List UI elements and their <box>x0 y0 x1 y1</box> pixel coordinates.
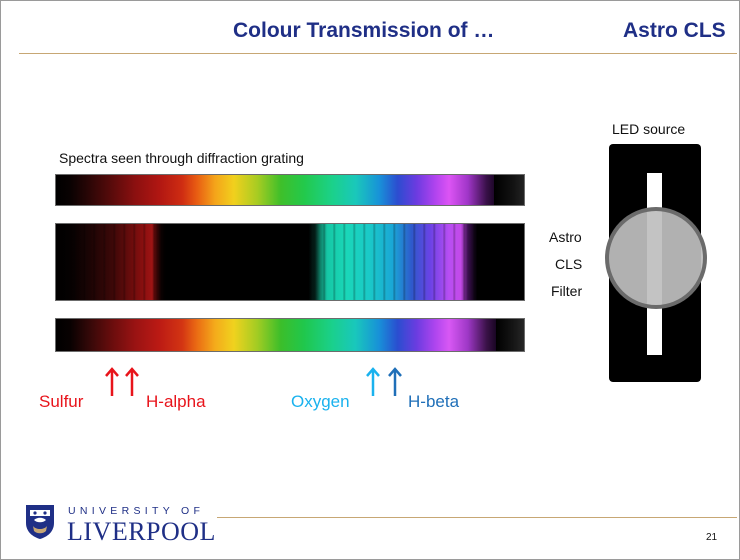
footer-divider <box>217 517 737 518</box>
filter-disc <box>605 207 707 309</box>
label-h-beta: H-beta <box>408 392 460 411</box>
arrow-up-icon <box>105 367 119 396</box>
page-number: 21 <box>706 532 718 543</box>
title-divider <box>19 53 737 54</box>
arrow-up-icon <box>388 367 402 396</box>
spectrum-reference-bottom <box>55 318 525 352</box>
logo-liverpool-text: LIVERPOOL <box>67 517 216 546</box>
filter-label-line-1: Astro <box>549 229 582 245</box>
led-caption: LED source <box>612 121 686 137</box>
slide-title-right: Astro CLS <box>623 19 726 42</box>
arrow-up-icon <box>366 367 380 396</box>
filter-label-line-2: CLS <box>555 256 583 272</box>
arrow-up-icon <box>125 367 139 396</box>
spectrum-filtered <box>55 223 525 301</box>
slide-title: Colour Transmission of … <box>233 19 495 42</box>
spectra-caption: Spectra seen through diffraction grating <box>59 150 304 166</box>
label-h-alpha: H-alpha <box>146 392 206 411</box>
university-crest-icon <box>26 505 54 539</box>
filter-label-line-3: Filter <box>551 283 583 299</box>
label-oxygen: Oxygen <box>291 392 350 411</box>
label-sulfur: Sulfur <box>39 392 84 411</box>
spectrum-reference-top <box>55 174 525 206</box>
logo-university-text: UNIVERSITY OF <box>68 505 205 517</box>
